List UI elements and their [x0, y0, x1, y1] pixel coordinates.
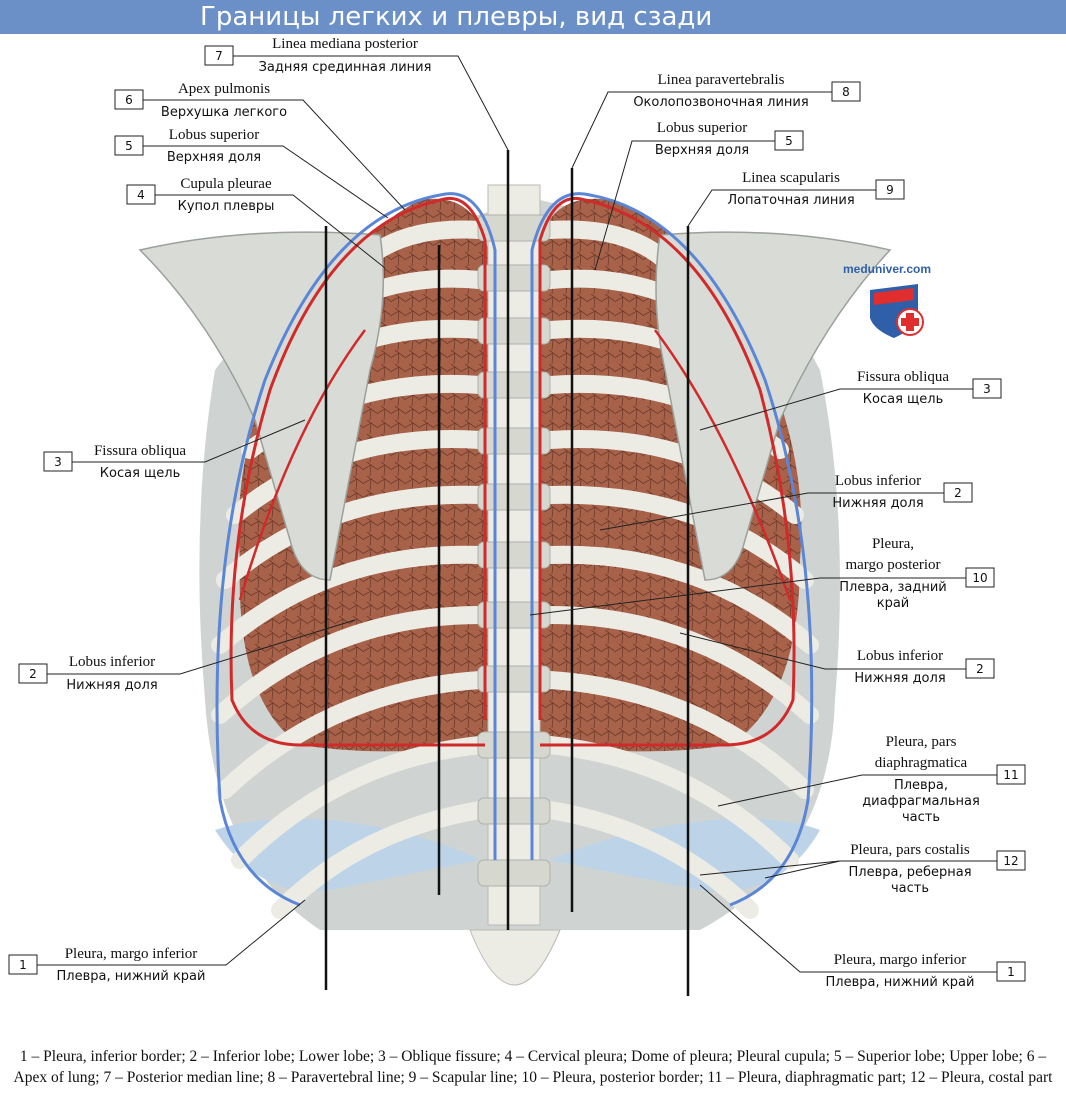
svg-text:часть: часть [902, 810, 940, 825]
svg-text:Лопаточная линия: Лопаточная линия [727, 193, 854, 208]
anatomy-figure: 7 Linea mediana posterior Задняя срединн… [8, 36, 1026, 996]
page-title: Границы легких и плевры, вид сзади [200, 2, 713, 32]
svg-text:Apex pulmonis: Apex pulmonis [178, 81, 270, 97]
svg-text:Косая щель: Косая щель [100, 466, 180, 481]
label-1-pleura-margo-inferior-right: 1 Pleura, margo inferior Плевра, нижний … [699, 884, 1026, 990]
svg-text:2: 2 [976, 662, 984, 676]
svg-text:Lobus inferior: Lobus inferior [857, 648, 943, 664]
svg-text:Pleura, pars: Pleura, pars [886, 734, 957, 750]
svg-text:Плевра, нижний край: Плевра, нижний край [57, 969, 206, 984]
svg-text:11: 11 [1003, 768, 1018, 782]
svg-text:Lobus inferior: Lobus inferior [835, 473, 921, 489]
svg-text:Cupula pleurae: Cupula pleurae [180, 176, 272, 192]
svg-text:Плевра, задний: Плевра, задний [839, 580, 947, 595]
svg-text:Плевра, реберная: Плевра, реберная [848, 865, 971, 880]
svg-text:Linea paravertebralis: Linea paravertebralis [657, 72, 784, 88]
label-2-lobus-inferior-right-upper: 2 Lobus inferior Нижняя доля [599, 473, 973, 531]
svg-text:8: 8 [842, 85, 850, 99]
svg-text:1: 1 [1007, 965, 1015, 979]
svg-text:Верхняя доля: Верхняя доля [655, 143, 749, 158]
svg-text:Fissura obliqua: Fissura obliqua [94, 443, 186, 459]
label-2-lobus-inferior-left: 2 Lobus inferior Нижняя доля [18, 619, 356, 693]
svg-text:4: 4 [137, 188, 145, 202]
svg-text:2: 2 [29, 667, 37, 681]
svg-text:2: 2 [954, 486, 962, 500]
svg-text:Pleura, pars costalis: Pleura, pars costalis [850, 842, 970, 858]
svg-text:Pleura, margo inferior: Pleura, margo inferior [65, 946, 198, 962]
svg-text:margo posterior: margo posterior [845, 557, 940, 573]
svg-text:6: 6 [125, 93, 133, 107]
label-2-lobus-inferior-right-lower: 2 Lobus inferior Нижняя доля [679, 632, 995, 686]
left-lung-border [229, 197, 487, 747]
svg-text:3: 3 [54, 455, 62, 469]
label-5-lobus-superior-right: 5 Lobus superior Верхняя доля [594, 120, 804, 271]
right-oblique-fissure [653, 329, 792, 601]
label-10-pleura-margo-posterior: 10 Pleura, margo posterior Плевра, задни… [529, 536, 995, 616]
svg-text:Linea scapularis: Linea scapularis [742, 170, 840, 186]
svg-text:край: край [877, 596, 910, 611]
svg-text:5: 5 [125, 139, 133, 153]
svg-text:10: 10 [972, 571, 987, 585]
svg-text:Нижняя доля: Нижняя доля [832, 496, 923, 511]
label-3-fissura-obliqua-left: 3 Fissura obliqua Косая щель [43, 419, 306, 481]
label-7-posterior-median-line: 7 Linea mediana posterior Задняя срединн… [204, 36, 509, 151]
watermark-text: meduniver.com [843, 262, 932, 276]
label-5-lobus-superior-left: 5 Lobus superior Верхняя доля [114, 127, 389, 219]
ribcage [138, 184, 892, 986]
svg-text:Lobus superior: Lobus superior [657, 120, 747, 136]
label-12-pleura-pars-costalis: 12 Pleura, pars costalis Плевра, реберна… [699, 842, 1026, 896]
svg-text:1: 1 [19, 958, 27, 972]
left-scapula [138, 231, 385, 581]
right-pleura-border [530, 192, 814, 907]
meduniver-logo [870, 284, 924, 338]
svg-text:Linea mediana posterior: Linea mediana posterior [272, 36, 418, 52]
label-3-fissura-obliqua-right: 3 Fissura obliqua Косая щель [699, 369, 1002, 431]
svg-text:Плевра,: Плевра, [894, 778, 948, 793]
svg-text:часть: часть [891, 881, 929, 896]
label-8-linea-paravertebralis: 8 Linea paravertebralis Околопозвоночная… [571, 72, 861, 169]
svg-text:3: 3 [983, 382, 991, 396]
figure-caption: 1 – Pleura, inferior border; 2 – Inferio… [13, 1048, 1053, 1086]
svg-text:Pleura, margo inferior: Pleura, margo inferior [834, 952, 967, 968]
svg-text:9: 9 [886, 183, 894, 197]
svg-text:Lobus inferior: Lobus inferior [69, 654, 155, 670]
title-bar: Границы легких и плевры, вид сзади [0, 0, 1066, 34]
label-9-linea-scapularis: 9 Linea scapularis Лопаточная линия [687, 170, 905, 227]
svg-text:Купол плевры: Купол плевры [178, 199, 275, 214]
right-lung-border [538, 197, 796, 747]
svg-text:12: 12 [1003, 854, 1018, 868]
svg-text:Косая щель: Косая щель [863, 392, 943, 407]
svg-text:Верхушка легкого: Верхушка легкого [161, 105, 287, 120]
svg-text:Fissura obliqua: Fissura obliqua [857, 369, 949, 385]
label-4-cupula-pleurae: 4 Cupula pleurae Купол плевры [126, 176, 386, 269]
sacrum [469, 929, 561, 986]
svg-text:7: 7 [215, 49, 223, 63]
svg-text:Околопозвоночная линия: Околопозвоночная линия [633, 95, 808, 110]
svg-text:Верхняя доля: Верхняя доля [167, 150, 261, 165]
svg-text:5: 5 [785, 134, 793, 148]
label-1-pleura-margo-inferior-left: 1 Pleura, margo inferior Плевра, нижний … [8, 899, 306, 984]
left-pleura-border [215, 192, 497, 907]
svg-text:диафрагмальная: диафрагмальная [862, 794, 980, 809]
svg-text:Задняя срединная линия: Задняя срединная линия [259, 60, 432, 75]
svg-text:Pleura,: Pleura, [872, 536, 914, 552]
svg-text:Нижняя доля: Нижняя доля [66, 678, 157, 693]
left-oblique-fissure [238, 329, 367, 601]
label-6-apex-pulmonis: 6 Apex pulmonis Верхушка легкого [114, 81, 406, 211]
svg-text:Lobus superior: Lobus superior [169, 127, 259, 143]
svg-text:diaphragmatica: diaphragmatica [875, 755, 968, 771]
svg-text:Нижняя доля: Нижняя доля [854, 671, 945, 686]
svg-text:Плевра, нижний край: Плевра, нижний край [826, 975, 975, 990]
label-11-pleura-pars-diaphragmatica: 11 Pleura, pars diaphragmatica Плевра, д… [717, 734, 1026, 825]
